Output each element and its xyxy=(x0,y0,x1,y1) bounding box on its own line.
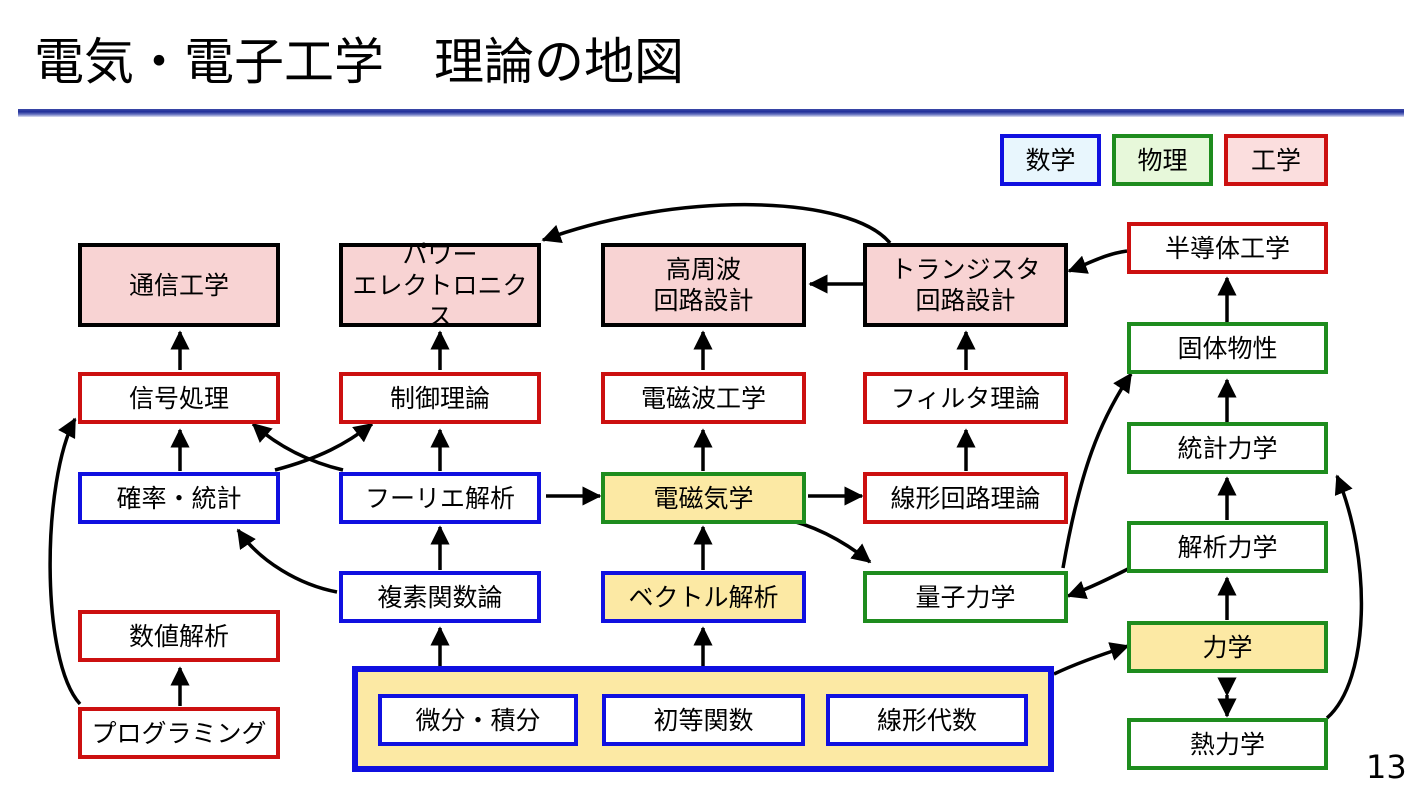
node-tokei-rikigaku: 統計力学 xyxy=(1127,422,1328,474)
node-ryoshi: 量子力学 xyxy=(863,571,1068,623)
title-underline xyxy=(18,109,1404,117)
arrow-kaiseki-ryoshi xyxy=(1066,566,1131,600)
node-koshuha: 高周波 回路設計 xyxy=(601,243,806,327)
arrow-handotai-transistor xyxy=(1067,249,1128,274)
legend-physics: 物理 xyxy=(1112,134,1213,186)
node-vector: ベクトル解析 xyxy=(601,571,806,623)
node-suchi: 数値解析 xyxy=(78,610,280,662)
arrow-program-shingo xyxy=(48,417,82,706)
node-shingo: 信号処理 xyxy=(78,372,280,424)
page-title: 電気・電子工学 理論の地図 xyxy=(34,33,684,91)
node-programming: プログラミング xyxy=(78,707,280,759)
node-tsushin: 通信工学 xyxy=(78,243,280,327)
node-seigyo: 制御理論 xyxy=(339,372,541,424)
arrow-kakuritsu-seigyo xyxy=(274,422,374,472)
node-handotai: 半導体工学 xyxy=(1127,222,1328,274)
page-number: 13 xyxy=(1366,748,1407,786)
node-fukuso: 複素関数論 xyxy=(339,571,541,623)
node-kotai: 固体物性 xyxy=(1127,322,1328,374)
node-denjiha: 電磁波工学 xyxy=(601,372,806,424)
arrow-netsu-tokei xyxy=(1325,474,1364,720)
node-filter: フィルタ理論 xyxy=(863,372,1068,424)
arrow-found-rikigaku xyxy=(1053,642,1130,676)
node-shoto-kansu: 初等関数 xyxy=(602,694,805,746)
node-bibun-sekibun: 微分・積分 xyxy=(378,694,578,746)
legend-math: 数学 xyxy=(1000,134,1101,186)
node-transistor: トランジスタ 回路設計 xyxy=(863,243,1068,327)
node-senkei-kairo: 線形回路理論 xyxy=(863,472,1068,524)
node-power-electronics: パワー エレクトロニクス xyxy=(339,240,541,331)
node-rikigaku: 力学 xyxy=(1127,621,1328,673)
arrow-fukuso-kakuritsu xyxy=(236,528,338,594)
arrow-fourier-shingo xyxy=(251,422,344,472)
node-senkei-daisu: 線形代数 xyxy=(826,694,1028,746)
node-netsu-rikigaku: 熱力学 xyxy=(1127,718,1328,770)
node-denjiki: 電磁気学 xyxy=(601,472,806,524)
arrow-denjiki-ryoshi xyxy=(779,516,872,564)
arrow-transistor-power xyxy=(541,203,892,245)
node-kaiseki-rikigaku: 解析力学 xyxy=(1127,521,1328,573)
arrow-ryoshi-kotai xyxy=(1061,372,1133,569)
node-fourier: フーリエ解析 xyxy=(339,472,541,524)
legend-engineering: 工学 xyxy=(1224,134,1328,186)
node-kakuritsu: 確率・統計 xyxy=(78,472,280,524)
